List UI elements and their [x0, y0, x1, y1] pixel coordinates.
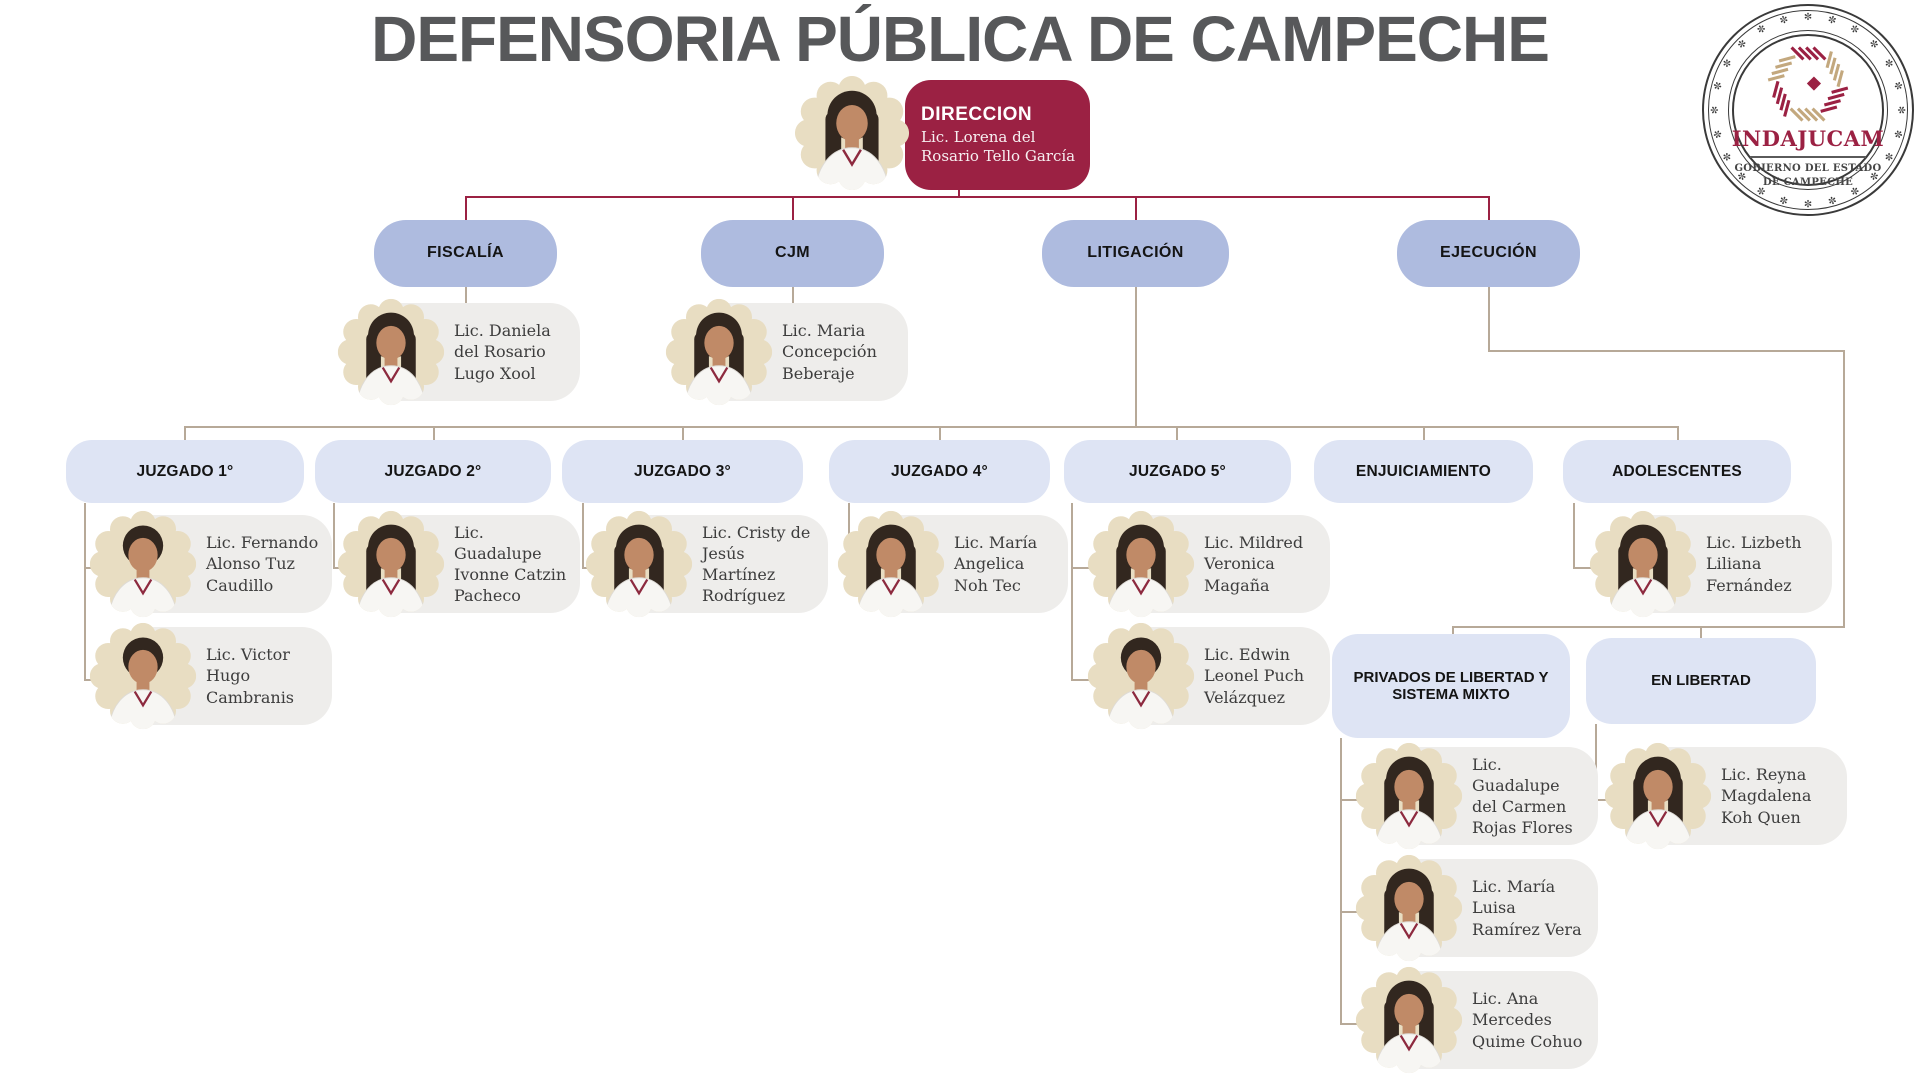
node-juzgado-1: JUZGADO 1°: [66, 440, 304, 503]
node-en-libertad: EN LIBERTAD: [1586, 638, 1816, 724]
node-direccion: DIRECCION Lic. Lorena del Rosario Tello …: [905, 80, 1090, 190]
photo-juzgado2: [336, 509, 446, 619]
photo-juzgado5-a: [1086, 509, 1196, 619]
node-enjuiciamiento: ENJUICIAMIENTO: [1314, 440, 1533, 503]
node-juzgado-3: JUZGADO 3°: [562, 440, 803, 503]
person-card-privados-2: Lic. María Luisa Ramírez Vera: [1355, 854, 1598, 962]
seal-inner-ring-2: [1728, 30, 1888, 190]
photo-adolescentes: [1588, 509, 1698, 619]
direccion-person-name: Lic. Lorena del Rosario Tello García: [921, 127, 1076, 166]
node-litigacion: LITIGACIÓN: [1042, 220, 1229, 287]
seal-inner-ring: [1732, 34, 1884, 186]
person-card-juzgado3: Lic. Cristy de Jesús Martínez Rodríguez: [585, 510, 828, 618]
photo-cjm: [664, 297, 774, 407]
person-card-adolescentes: Lic. Lizbeth Liliana Fernández: [1589, 510, 1832, 618]
photo-fiscalia: [336, 297, 446, 407]
person-name: Lic. María Angelica Noh Tec: [954, 533, 1038, 595]
person-name: Lic. Fernando Alonso Tuz Caudillo: [206, 533, 319, 595]
person-name: Lic. Guadalupe del Carmen Rojas Flores: [1472, 754, 1573, 838]
node-juzgado-5: JUZGADO 5°: [1064, 440, 1291, 503]
person-card-juzgado4: Lic. María Angelica Noh Tec: [837, 510, 1068, 618]
photo-privados-3: [1354, 965, 1464, 1075]
direccion-label: DIRECCION: [921, 103, 1033, 125]
person-name: Lic. Ana Mercedes Quime Cohuo: [1472, 989, 1583, 1051]
photo-enlibertad: [1603, 741, 1713, 851]
logo-acronym: INDAJUCAM: [1731, 126, 1885, 151]
person-card-juzgado5-a: Lic. Mildred Veronica Magaña: [1087, 510, 1330, 618]
photo-juzgado1-b: [88, 621, 198, 731]
person-card-privados-3: Lic. Ana Mercedes Quime Cohuo: [1355, 966, 1598, 1074]
node-ejecucion: EJECUCIÓN: [1397, 220, 1580, 287]
logo-government-text: GOBIERNO DEL ESTADO DE CAMPECHE: [1702, 162, 1914, 189]
person-name: Lic. Guadalupe Ivonne Catzin Pacheco: [454, 522, 567, 606]
person-card-juzgado1-a: Lic. Fernando Alonso Tuz Caudillo: [89, 510, 332, 618]
person-card-enlibertad: Lic. Reyna Magdalena Koh Quen: [1604, 742, 1847, 850]
photo-privados-2: [1354, 853, 1464, 963]
node-juzgado-4: JUZGADO 4°: [829, 440, 1050, 503]
indajucam-seal-logo: ✼✼✼✼✼✼✼✼✼✼✼✼✼✼✼✼✼✼✼✼✼✼✼✼ INDAJUCAM GOBIE…: [1702, 4, 1914, 216]
person-card-juzgado1-b: Lic. Victor Hugo Cambranis: [89, 622, 332, 730]
person-card-fiscalia: Lic. Daniela del Rosario Lugo Xool: [337, 298, 580, 406]
person-name: Lic. Reyna Magdalena Koh Quen: [1721, 765, 1812, 827]
person-name: Lic. Victor Hugo Cambranis: [206, 645, 295, 707]
photo-juzgado4: [836, 509, 946, 619]
node-adolescentes: ADOLESCENTES: [1563, 440, 1791, 503]
logo-government-line1: GOBIERNO DEL ESTADO: [1734, 163, 1882, 174]
photo-privados-1: [1354, 741, 1464, 851]
photo-juzgado1-a: [88, 509, 198, 619]
person-name: Lic. Edwin Leonel Puch Velázquez: [1204, 645, 1305, 707]
seal-outer-ring: [1702, 4, 1914, 216]
person-card-juzgado5-b: Lic. Edwin Leonel Puch Velázquez: [1087, 622, 1330, 730]
person-name: Lic. Lizbeth Liliana Fernández: [1706, 533, 1802, 595]
person-card-cjm: Lic. Maria Concepción Beberaje: [665, 298, 908, 406]
page-title: DEFENSORIA PÚBLICA DE CAMPECHE: [371, 3, 1550, 75]
person-name: Lic. Maria Concepción Beberaje: [782, 321, 877, 383]
indajucam-knot-icon: [1767, 46, 1849, 122]
photo-juzgado5-b: [1086, 621, 1196, 731]
person-name: Lic. Cristy de Jesús Martínez Rodríguez: [702, 522, 811, 606]
node-privados-de-libertad: PRIVADOS DE LIBERTAD Y SISTEMA MIXTO: [1332, 634, 1570, 738]
node-juzgado-2: JUZGADO 2°: [315, 440, 551, 503]
logo-divider: [1750, 156, 1866, 158]
person-name: Lic. Daniela del Rosario Lugo Xool: [454, 321, 551, 383]
logo-government-line2: DE CAMPECHE: [1762, 176, 1854, 188]
node-fiscalia: FISCALÍA: [374, 220, 557, 287]
photo-direccion: [793, 74, 911, 192]
person-card-juzgado2: Lic. Guadalupe Ivonne Catzin Pacheco: [337, 510, 580, 618]
node-cjm: CJM: [701, 220, 884, 287]
photo-juzgado3: [584, 509, 694, 619]
seal-outer-ring-2: [1708, 10, 1908, 210]
person-card-privados-1: Lic. Guadalupe del Carmen Rojas Flores: [1355, 742, 1598, 850]
person-name: Lic. María Luisa Ramírez Vera: [1472, 877, 1582, 939]
person-name: Lic. Mildred Veronica Magaña: [1204, 533, 1304, 595]
